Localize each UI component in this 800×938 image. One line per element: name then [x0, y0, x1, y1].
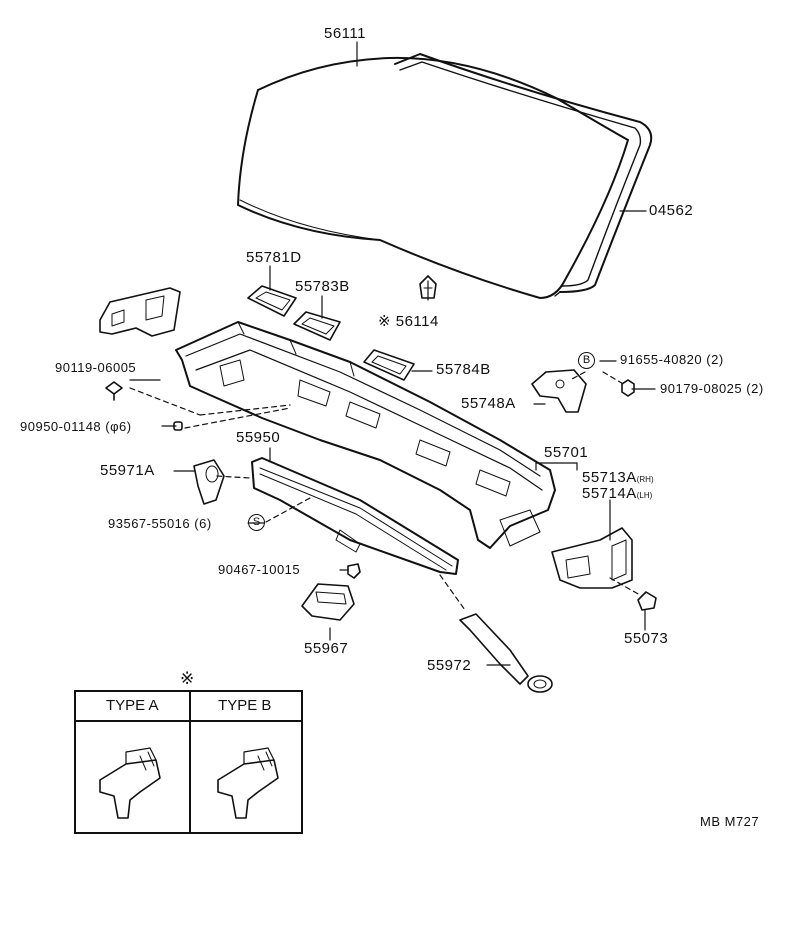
- leader-lines: [129, 41, 656, 666]
- hose-55972: [459, 613, 553, 693]
- label-56111: 56111: [324, 25, 366, 42]
- type-a-header: TYPE A: [76, 692, 189, 722]
- circle-b-mark: B: [578, 352, 595, 369]
- type-b-illustration: [217, 747, 279, 819]
- hose-55971a: [193, 459, 225, 505]
- label-55714a-text: 55714A: [582, 485, 637, 502]
- type-table-divider: [189, 692, 191, 832]
- label-55971a: 55971A: [100, 462, 155, 479]
- type-b-header: TYPE B: [188, 692, 301, 722]
- label-55713a-text: 55713A: [582, 469, 637, 486]
- label-93567-text: 93567-55016: [108, 516, 191, 531]
- windshield-glass: [237, 56, 629, 299]
- label-91655-qty: (2): [706, 352, 724, 367]
- type-table: TYPE A TYPE B: [74, 690, 303, 834]
- label-90179: 90179-08025 (2): [660, 382, 764, 395]
- label-93567: 93567-55016 (6): [108, 517, 212, 530]
- label-93567-qty: (6): [194, 516, 212, 531]
- cowl-assembly: [175, 321, 556, 549]
- washer-90950: [173, 421, 183, 431]
- nut-90179: [621, 379, 635, 397]
- label-90179-qty: (2): [746, 381, 764, 396]
- label-55967: 55967: [304, 640, 349, 657]
- label-90950-text: 90950-01148: [20, 419, 102, 434]
- label-55972: 55972: [427, 657, 472, 674]
- bracket-55967: [301, 583, 355, 621]
- label-55748a: 55748A: [461, 395, 516, 412]
- louver-55783b: [293, 311, 341, 341]
- label-91655: 91655-40820 (2): [620, 353, 724, 366]
- cowl-panel-55950: [251, 457, 459, 575]
- label-91655-text: 91655-40820: [620, 352, 703, 367]
- label-56114-text: 56114: [395, 313, 439, 330]
- label-90179-text: 90179-08025: [660, 381, 743, 396]
- type-b-column: TYPE B: [188, 692, 301, 832]
- clip-56114: [419, 275, 437, 299]
- bracket-left: [99, 287, 181, 337]
- label-55713a: 55713A(RH): [582, 470, 654, 485]
- circle-s-mark: S: [248, 514, 265, 531]
- label-55784b: 55784B: [436, 361, 491, 378]
- louver-55784b: [363, 349, 415, 381]
- cowl-side-bracket: [551, 527, 633, 589]
- type-a-illustration: [99, 747, 161, 819]
- louver-55781d: [247, 285, 297, 317]
- label-55714a-suffix: (LH): [636, 491, 653, 500]
- asterisk-mark: ※: [378, 313, 392, 330]
- footer-code: MB M727: [700, 814, 760, 829]
- label-90950: 90950-01148 (φ6): [20, 420, 132, 433]
- clip-90467: [347, 563, 361, 579]
- label-90467: 90467-10015: [218, 562, 301, 577]
- label-55781d: 55781D: [246, 249, 302, 266]
- type-table-mark: ※: [180, 669, 195, 688]
- windshield-molding: [394, 53, 653, 297]
- label-55713a-suffix: (RH): [636, 475, 654, 484]
- bracket-55748a: [531, 369, 587, 413]
- label-04562: 04562: [649, 202, 694, 219]
- label-55783b: 55783B: [295, 278, 350, 295]
- bolt-90119: [105, 381, 123, 401]
- type-a-column: TYPE A: [76, 692, 189, 832]
- label-55701: 55701: [544, 444, 589, 461]
- label-55714a: 55714A(LH): [582, 486, 652, 501]
- label-55073: 55073: [624, 630, 669, 647]
- label-90119: 90119-06005: [55, 360, 137, 375]
- label-55950: 55950: [236, 429, 281, 446]
- label-90950-note: (φ6): [105, 419, 132, 434]
- label-56114: ※ 56114: [378, 314, 439, 329]
- grommet-55073: [637, 591, 657, 611]
